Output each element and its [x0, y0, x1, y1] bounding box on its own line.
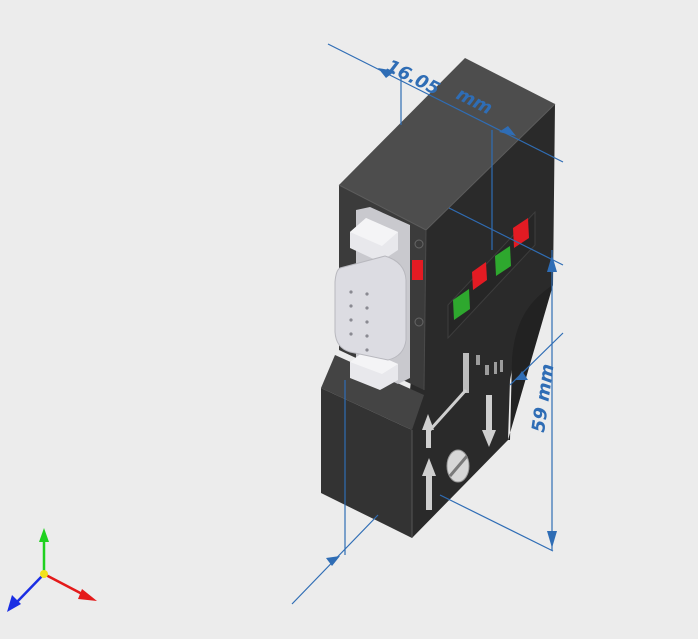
- led-green-1: [453, 289, 470, 320]
- led-red-1: [472, 262, 487, 290]
- led-red-2: [513, 218, 529, 248]
- led-strip: [447, 210, 536, 340]
- arrow-down-icon: [482, 395, 496, 447]
- housing-right-face: [410, 104, 555, 538]
- sub-d-connector: [334, 207, 424, 390]
- front-red-indicator: [412, 260, 423, 280]
- front-markings: [422, 353, 503, 510]
- d-shell: [334, 255, 407, 361]
- width-dimension-value: 16.05: [383, 56, 443, 100]
- led-green-2: [495, 246, 511, 276]
- lower-block-front: [321, 388, 412, 538]
- height-dimension-label: 59 mm: [528, 363, 558, 434]
- arrow-up-icon: [422, 414, 434, 448]
- connector-pins: [349, 290, 369, 352]
- screw-icon: [446, 449, 470, 483]
- xyz-axis-triad-icon: [7, 528, 97, 612]
- arrow-up-icon: [422, 458, 436, 510]
- dimension-lines: [291, 43, 564, 605]
- housing-top-face: [339, 58, 555, 230]
- lower-block-top: [321, 355, 424, 430]
- side-cutout: [508, 285, 553, 440]
